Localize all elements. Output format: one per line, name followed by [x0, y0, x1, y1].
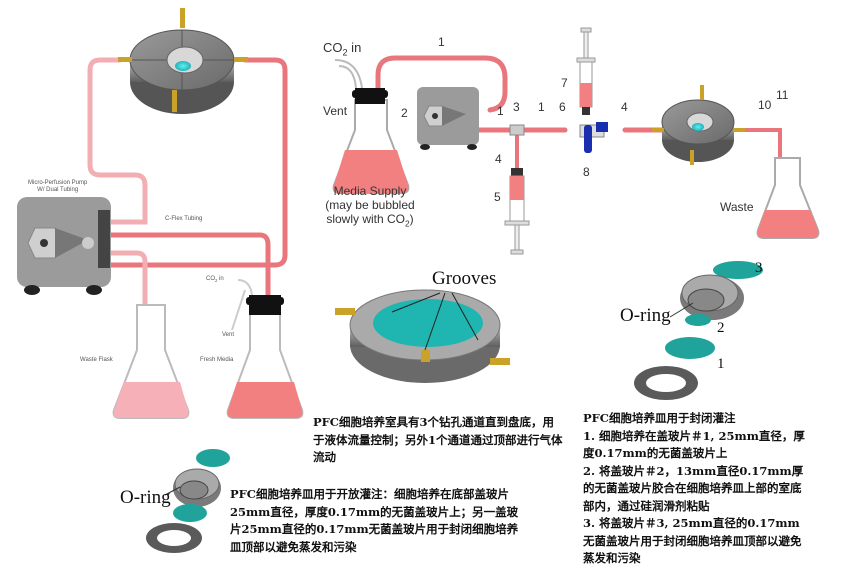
perfusion-chamber-right: [652, 85, 745, 165]
co2-label-left: CO2 in: [206, 276, 224, 283]
label-2: 2: [401, 106, 408, 120]
peristaltic-pump-left: [17, 197, 111, 295]
closed-caption-step1: 1. 细胞培养在盖玻片＃1, 25mm直径，厚度0.17mm的无菌盖玻片上: [583, 428, 805, 461]
media-supply-close: ): [409, 212, 414, 226]
fitting-icon: [234, 57, 248, 62]
coverslip-1-label: 1: [717, 356, 725, 372]
label-6: 6: [559, 100, 566, 114]
closed-caption-step2: 2. 将盖玻片＃2，13mm直径0.17mm厚的无菌盖玻片胶合在细胞培养皿上部的…: [583, 463, 804, 513]
left-tubing: [87, 57, 288, 413]
chamber-caption: PFC细胞培养室具有3个钻孔通道直到盘底，用于液体流量控制；另外1个通道通过顶部…: [313, 415, 563, 464]
fitting-icon: [118, 57, 132, 62]
coverslip-1: [665, 337, 715, 359]
media-supply-line3: slowly with CO2): [318, 212, 422, 230]
label-10: 10: [758, 98, 772, 112]
open-chamber-exploded: [146, 449, 230, 553]
coverslip-3-label: 3: [755, 260, 763, 276]
label-1c: 1: [538, 100, 545, 114]
syringe-7: [576, 27, 596, 115]
media-supply-flask: [332, 59, 410, 194]
pump-label-line2: W/ Dual Tubing: [37, 187, 79, 193]
grooves-label: Grooves: [432, 268, 497, 289]
waste-flask-right: [756, 157, 820, 239]
media-supply-text: slowly with CO: [326, 212, 405, 226]
co2-sub: 2: [215, 278, 218, 284]
peristaltic-pump-right: [417, 87, 479, 150]
waste-flask-label: Waste Flask: [80, 357, 113, 363]
coverslip-2-label: 2: [717, 320, 725, 336]
fresh-media-flask-left: [226, 279, 304, 419]
label-3: 3: [513, 100, 520, 114]
media-supply-line2: (may be bubbled: [325, 198, 415, 212]
closed-caption-step3: 3. 将盖玻片＃3, 25mm直径的0.17mm无菌盖玻片用于封闭细胞培养皿顶部…: [583, 516, 802, 565]
label-1a: 1: [438, 35, 445, 49]
label-5: 5: [494, 190, 501, 204]
pump-label: Micro-Perfusion Pump W/ Dual Tubing: [28, 180, 87, 194]
closed-perfusion-caption: PFC细胞培养皿用于封闭灌注 1. 细胞培养在盖玻片＃1, 25mm直径，厚度0…: [583, 410, 808, 568]
co2-sub: 2: [342, 47, 348, 58]
open-perfusion-caption: PFC细胞培养皿用于开放灌注：细胞培养在底部盖玻片25mm直径，厚度0.17mm…: [230, 487, 519, 554]
co2-text: CO: [323, 40, 343, 55]
closed-chamber-exploded: [634, 261, 763, 400]
coverslip-2: [685, 314, 711, 326]
chamber-grooves-figure: [335, 289, 510, 383]
co2-text: CO: [206, 276, 215, 282]
label-4b: 4: [621, 100, 628, 114]
fitting-icon: [172, 90, 177, 112]
pump-label-line1: Micro-Perfusion Pump: [28, 180, 88, 186]
tubing-label: C-Flex Tubing: [165, 216, 203, 222]
fitting-icon: [180, 8, 185, 28]
oring-label-closed: O-ring: [620, 305, 671, 326]
co2-suffix: in: [217, 276, 224, 282]
vent-label-left: Vent: [222, 332, 235, 338]
waste-label: Waste: [720, 200, 754, 214]
closed-caption-title: PFC细胞培养皿用于封闭灌注: [583, 411, 736, 425]
vent-label: Vent: [323, 104, 348, 118]
coverslip-3: [713, 261, 763, 279]
oring-label-open: O-ring: [120, 487, 171, 508]
syringe-5: [504, 168, 530, 255]
waste-flask-left: [112, 304, 190, 419]
valve-3: [509, 124, 525, 136]
label-11: 11: [776, 88, 789, 102]
perfusion-chamber-left: [118, 8, 248, 114]
media-supply-label: Media Supply (may be bubbled slowly with…: [318, 184, 422, 230]
fresh-media-label: Fresh Media: [200, 357, 234, 363]
label-7: 7: [561, 76, 568, 90]
media-supply-sub: 2: [405, 218, 410, 229]
media-supply-line1: Media Supply: [333, 184, 407, 198]
label-8: 8: [583, 165, 590, 179]
label-1b: 1: [497, 104, 504, 118]
stopcock-8: [579, 122, 608, 153]
co2-suffix: in: [347, 40, 362, 55]
co2-in-label: CO2 in: [323, 40, 361, 58]
label-4a: 4: [495, 152, 502, 166]
